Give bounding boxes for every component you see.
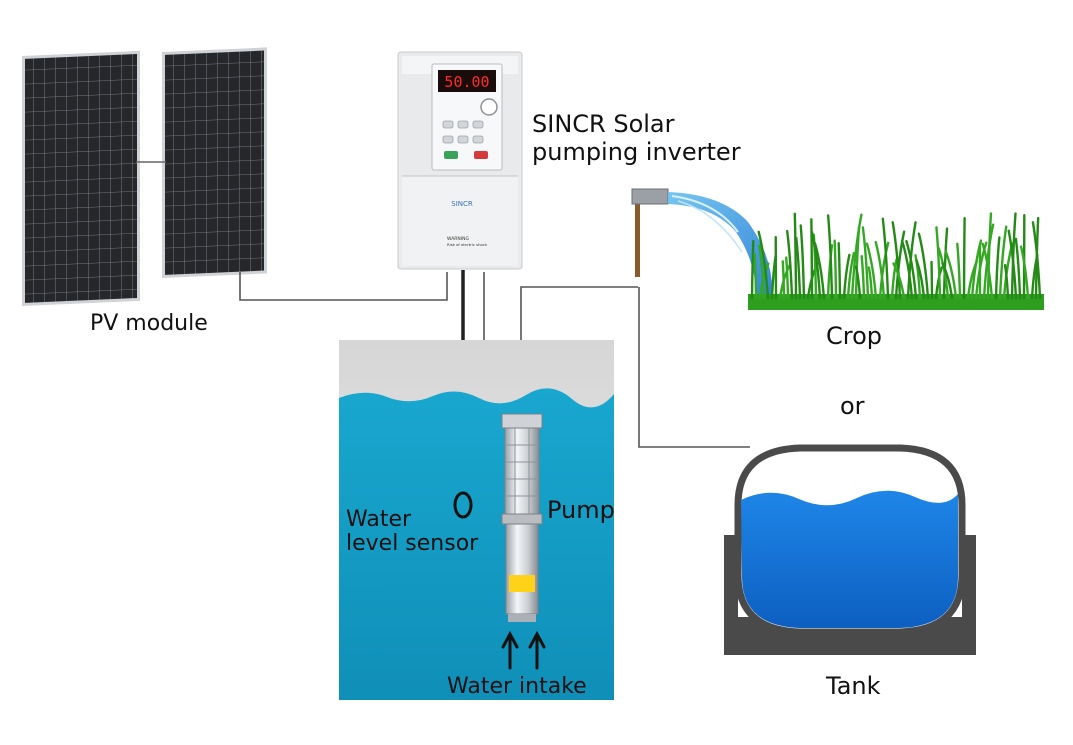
grass-blade bbox=[826, 214, 834, 300]
water-tank bbox=[724, 444, 976, 655]
grass-blade bbox=[894, 230, 906, 300]
grass-blade bbox=[1010, 212, 1017, 300]
grass-blade bbox=[757, 230, 770, 300]
grass-blade bbox=[917, 232, 930, 300]
grass-blade bbox=[1031, 221, 1042, 300]
submersible-pump bbox=[501, 413, 543, 622]
water-level-label-line2: level sensor bbox=[346, 531, 479, 556]
inverter-display bbox=[438, 70, 496, 92]
grass-blade bbox=[956, 242, 962, 300]
grass-blade bbox=[934, 266, 943, 300]
grass-blade bbox=[1014, 237, 1022, 300]
grass-blade bbox=[785, 256, 790, 300]
grass-blade bbox=[874, 241, 886, 300]
crop-field bbox=[748, 212, 1044, 310]
pv-module-left bbox=[22, 50, 140, 306]
grass-blade bbox=[810, 218, 814, 300]
grass-blade bbox=[865, 242, 878, 300]
grass-blade bbox=[914, 254, 922, 300]
water-level-label-line1: Water bbox=[346, 507, 412, 532]
grass-blade bbox=[860, 254, 866, 300]
inverter-knob[interactable] bbox=[480, 98, 498, 116]
grass-blade bbox=[785, 229, 794, 300]
grass-blade bbox=[891, 221, 902, 300]
grass-blade bbox=[994, 236, 1001, 300]
grass-blade bbox=[799, 224, 806, 300]
grass-blade bbox=[900, 239, 914, 300]
pv-module-label: PV module bbox=[90, 311, 208, 336]
grass-blade bbox=[837, 242, 842, 300]
grass-blade bbox=[750, 239, 755, 300]
grass-blade bbox=[890, 258, 898, 300]
solar-pumping-inverter: 50.00 SINCR WARNING Risk of electric sho… bbox=[397, 51, 523, 270]
grass-blade bbox=[905, 239, 918, 300]
grass-blade bbox=[962, 216, 966, 300]
grass-blade bbox=[758, 244, 766, 300]
pv-module-right bbox=[162, 47, 267, 278]
grass-blade bbox=[941, 262, 954, 300]
grass-blade bbox=[944, 250, 958, 300]
inverter-label-line1: SINCR Solar bbox=[532, 110, 675, 138]
grass-blade bbox=[842, 253, 851, 300]
grass-blade bbox=[753, 253, 758, 300]
grass-blade bbox=[781, 260, 786, 300]
inverter-label-line2: pumping inverter bbox=[532, 138, 741, 166]
inverter-warning-sub: Risk of electric shock bbox=[447, 242, 488, 247]
grass-blade bbox=[982, 223, 995, 300]
grass-blade bbox=[892, 262, 906, 300]
grass-blade bbox=[854, 265, 862, 300]
outlet-pipe bbox=[635, 203, 640, 277]
grass-blade bbox=[881, 217, 890, 300]
grass-blade bbox=[1003, 263, 1010, 300]
grass-blade bbox=[998, 225, 1008, 300]
grass-blade bbox=[1007, 229, 1018, 300]
grass-blade bbox=[1019, 245, 1030, 300]
grass-blade bbox=[795, 236, 802, 300]
inverter-readout: 50.00 bbox=[444, 73, 489, 91]
grass-blade bbox=[854, 225, 861, 300]
inverter-buttons[interactable] bbox=[442, 120, 484, 144]
grass-blade bbox=[935, 226, 942, 300]
crop-label: Crop bbox=[826, 322, 882, 350]
grass-blade bbox=[915, 259, 926, 300]
grass-blade bbox=[826, 244, 834, 300]
grass-blade bbox=[833, 239, 838, 300]
grass-blade bbox=[861, 226, 870, 300]
grass-blade bbox=[813, 242, 826, 300]
grass-blade bbox=[942, 227, 949, 300]
outlet-nozzle bbox=[631, 188, 669, 205]
intake-arrows bbox=[501, 630, 546, 670]
grass-blade bbox=[867, 266, 874, 300]
run-button[interactable] bbox=[444, 151, 458, 159]
grass-blade bbox=[793, 212, 798, 300]
grass-blade bbox=[878, 241, 890, 300]
grass-blade bbox=[846, 251, 856, 300]
water-level-sensor bbox=[453, 491, 473, 519]
pump-label: Pump bbox=[547, 496, 615, 524]
grass-blade bbox=[986, 212, 993, 300]
grass-blade bbox=[850, 213, 863, 300]
grass-blade bbox=[810, 230, 822, 300]
stop-button[interactable] bbox=[474, 151, 488, 159]
tank-label: Tank bbox=[825, 672, 881, 700]
or-label: or bbox=[840, 392, 865, 420]
well bbox=[339, 340, 614, 700]
inverter-brand: SINCR bbox=[451, 200, 473, 208]
labels: PV module SINCR Solar pumping inverter C… bbox=[90, 110, 882, 700]
inverter-warning: WARNING bbox=[447, 236, 469, 242]
water-intake-label: Water intake bbox=[447, 674, 587, 699]
grass-blade bbox=[981, 242, 994, 300]
